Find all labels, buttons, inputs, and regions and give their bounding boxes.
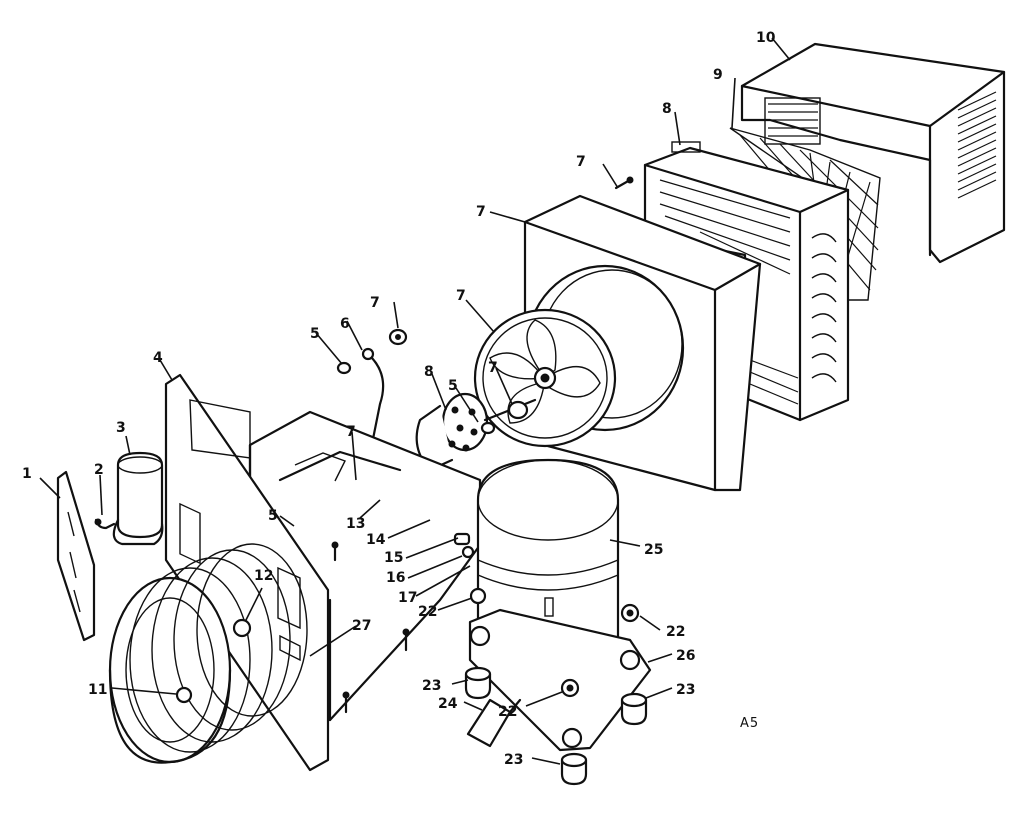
evaporator-coil <box>108 543 308 764</box>
callout-20: 16 <box>386 570 405 586</box>
divider-panel <box>164 373 330 772</box>
callout-8: 8 <box>424 364 434 380</box>
coil-fins-shading <box>659 179 799 405</box>
callout-6: 6 <box>340 316 350 332</box>
callout-17: 13 <box>346 516 365 532</box>
callout-3: 3 <box>116 420 126 436</box>
callout-1: 1 <box>22 466 32 482</box>
callout-14: 10 <box>756 30 776 46</box>
fan-motor <box>415 392 537 472</box>
callout-26: 26 <box>676 648 695 664</box>
coil-return-bends <box>811 233 837 383</box>
callout-10: 7 <box>476 204 486 220</box>
callout-4: 4 <box>153 350 163 366</box>
callout-25: 25 <box>644 542 663 558</box>
fan-blade <box>473 308 617 448</box>
capacitor <box>112 451 164 546</box>
callout-19: 15 <box>384 550 403 566</box>
callout-labels: 10 9 8 7 7 7 <box>22 30 776 768</box>
capacitor-strap <box>94 518 116 530</box>
callout-12: 8 <box>662 101 672 117</box>
callout-7-right: 7 <box>488 360 498 376</box>
callout-23-bottom: 23 <box>504 752 523 768</box>
callout-11: 7 <box>576 154 586 170</box>
grommets-22 <box>469 587 640 698</box>
washer-5c <box>480 421 496 435</box>
washer-5a <box>336 361 352 375</box>
callout-23-left: 23 <box>422 678 441 694</box>
callout-2: 2 <box>94 462 104 478</box>
callout-27: 27 <box>352 618 371 634</box>
figure-code: A5 <box>740 716 759 731</box>
coil-header-tube <box>671 141 701 153</box>
grommet-7c <box>507 400 529 420</box>
callout-7-top-grommet-label: 7 <box>370 295 380 311</box>
callout-5-top: 5 <box>310 326 320 342</box>
callout-16: 12 <box>254 568 273 584</box>
callout-21: 17 <box>398 590 417 606</box>
callout-9: 7 <box>456 288 466 304</box>
callout-22-left: 22 <box>418 604 437 620</box>
callout-5-low: 5 <box>268 508 278 524</box>
callout-5-mid: 5 <box>448 378 458 394</box>
wrapper-louvers-left <box>764 97 821 145</box>
feet-23 <box>464 666 648 786</box>
callout-22-right: 22 <box>666 624 685 640</box>
cabinet-wrapper <box>740 42 1006 264</box>
callout-15: 11 <box>88 682 107 698</box>
callout-13: 9 <box>713 67 723 83</box>
screw-11 <box>614 176 634 190</box>
coil-fitting-16 <box>232 618 252 638</box>
callout-23-right: 23 <box>676 682 695 698</box>
leader-lines <box>39 37 791 765</box>
callout-18: 14 <box>366 532 386 548</box>
callout-7-left: 7 <box>346 424 356 440</box>
callout-24: 24 <box>438 696 458 712</box>
callout-22-bottom: 22 <box>498 704 517 720</box>
wrapper-louvers-right <box>957 91 997 199</box>
overload-protector <box>466 698 522 748</box>
control-plate <box>56 470 96 642</box>
coil-fitting-15 <box>175 686 193 704</box>
